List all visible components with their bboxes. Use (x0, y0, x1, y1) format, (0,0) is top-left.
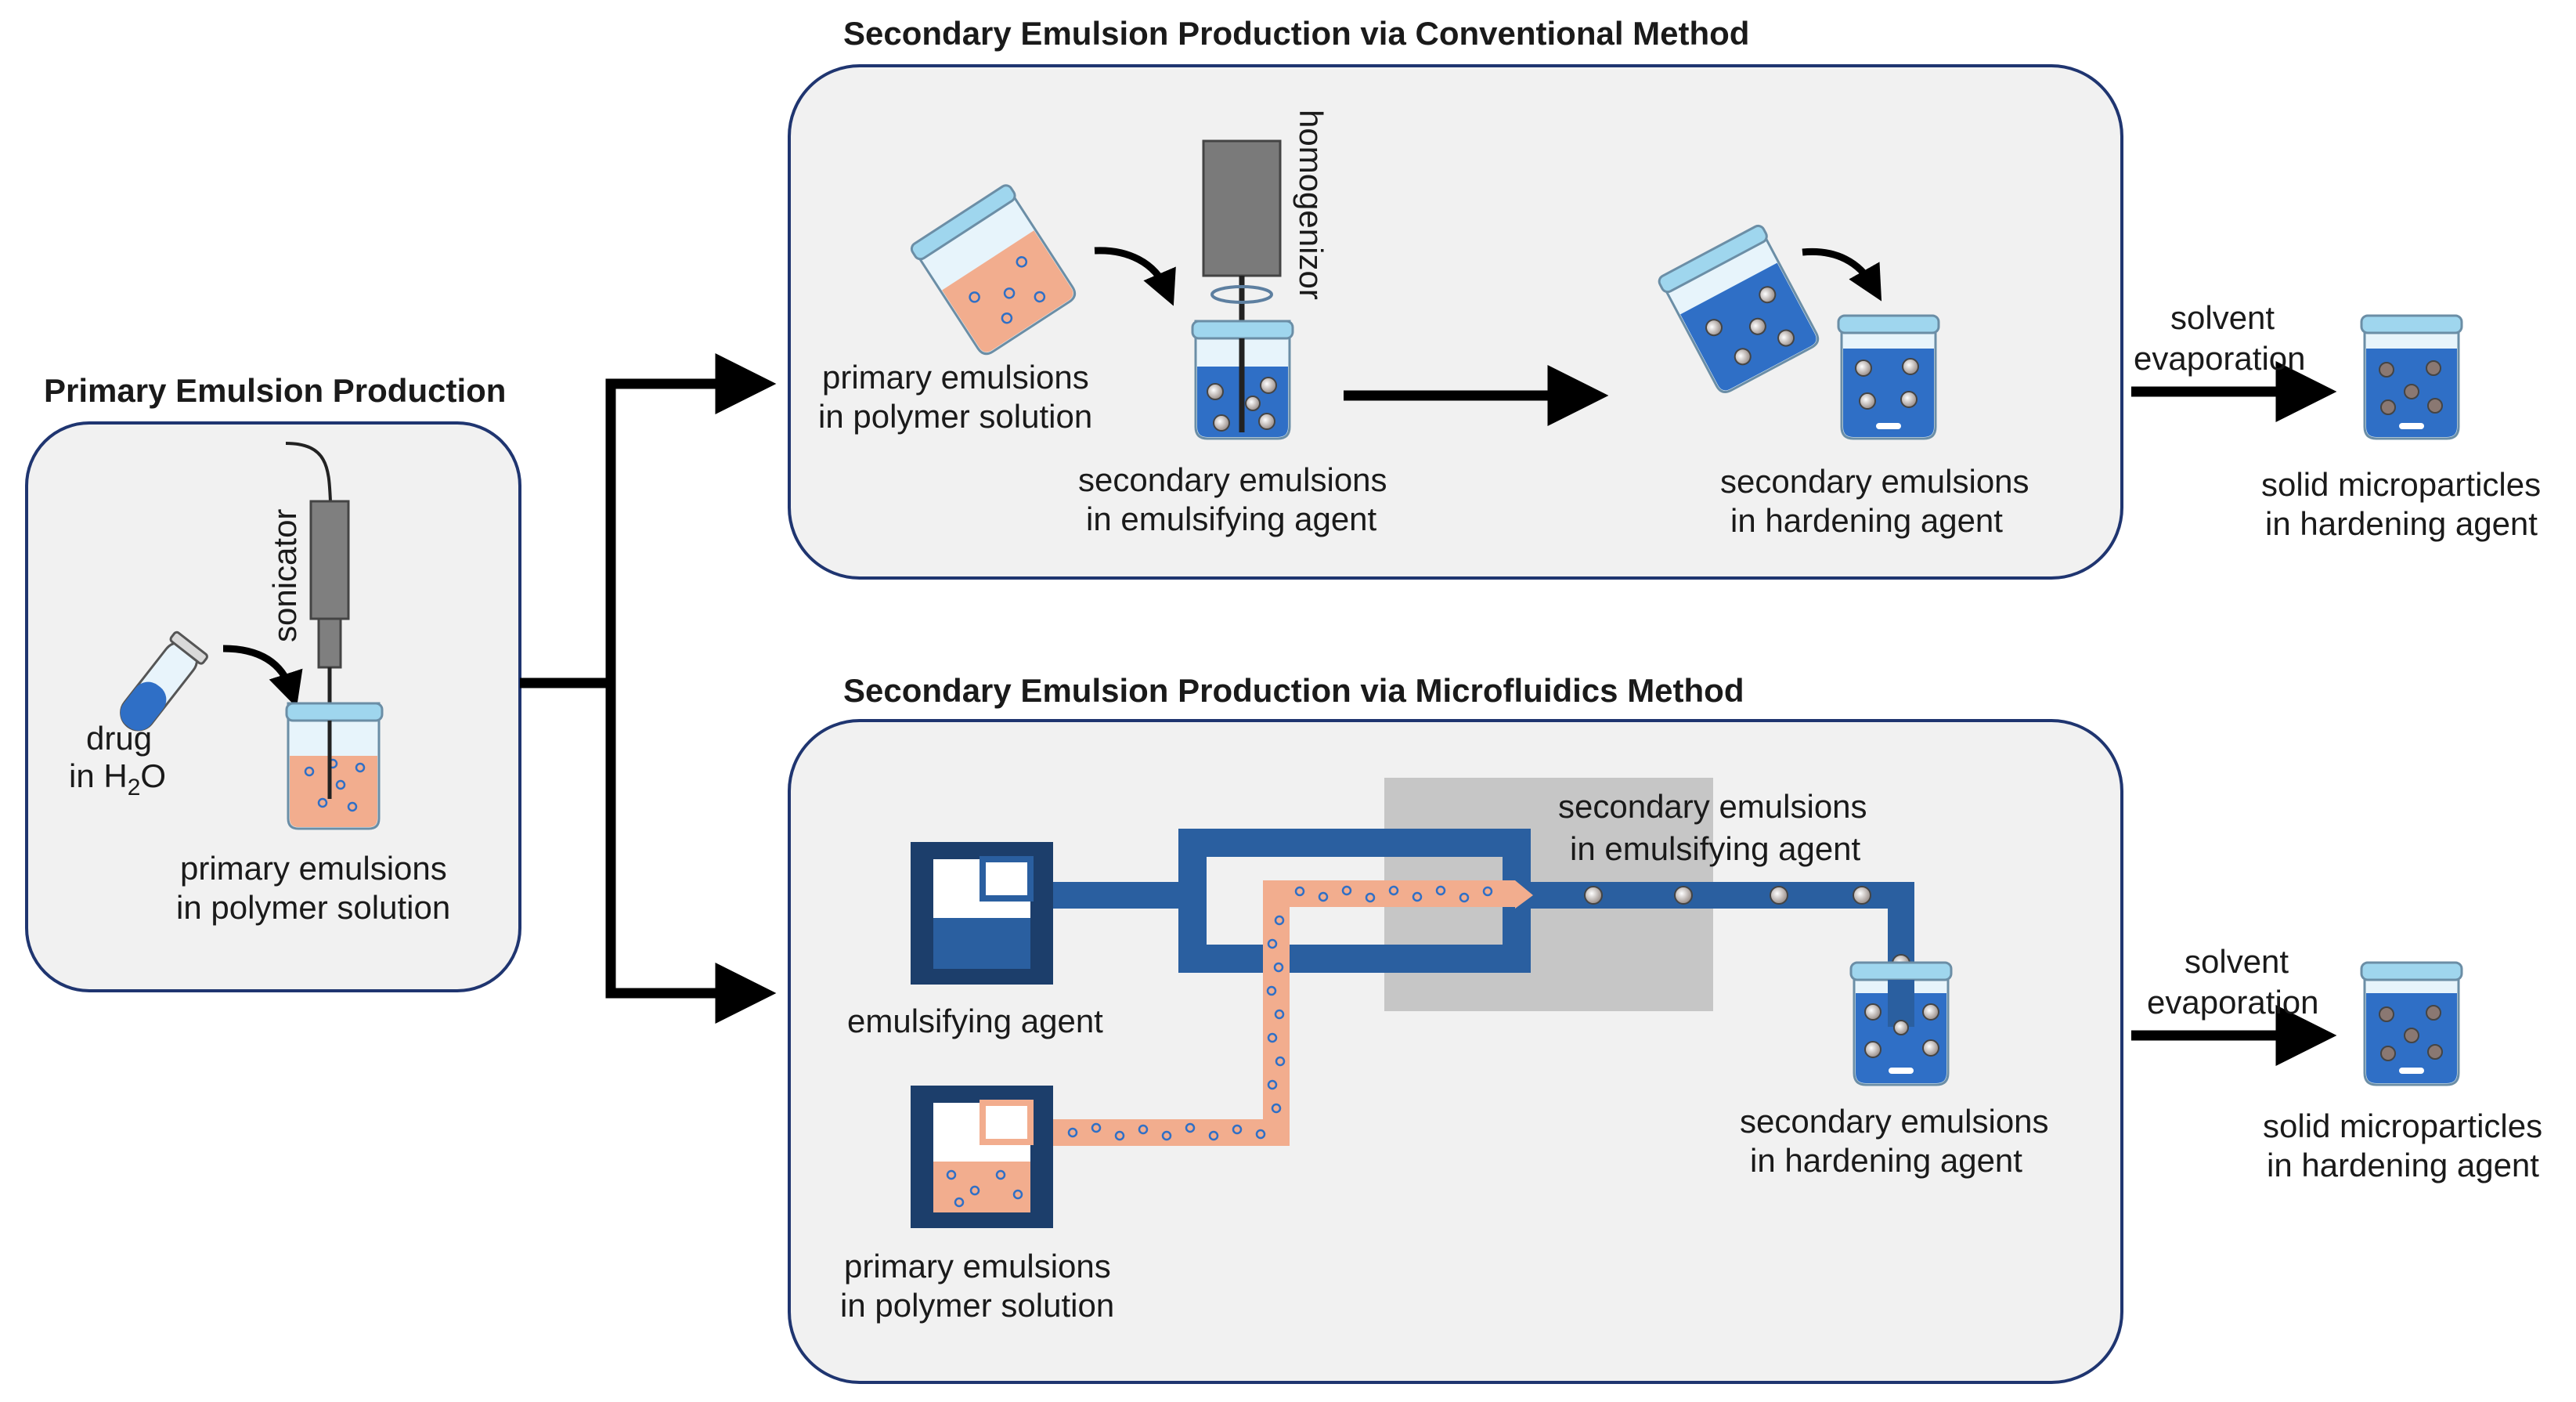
emulsifying-agent-label: emulsifying agent (847, 1003, 1103, 1039)
final-beaker-top (2360, 314, 2463, 440)
homogenizing-beaker (1191, 320, 1294, 440)
conventional-pour-arrow-1 (1094, 247, 1176, 306)
microfluidics-input-label-2: in polymer solution (840, 1287, 1114, 1324)
primary-output-label-2: in polymer solution (176, 889, 450, 926)
conventional-output-label-1: secondary emulsions (1720, 463, 2029, 500)
microfluidics-output-label-2: in hardening agent (1750, 1142, 2022, 1179)
conventional-panel (788, 64, 2123, 580)
evaporation-top-label-2: evaporation (2134, 340, 2306, 377)
sonicator-label: sonicator (266, 509, 303, 642)
conventional-mid-label-2: in emulsifying agent (1086, 500, 1377, 537)
conventional-mid-label-1: secondary emulsions (1078, 461, 1387, 498)
primary-emulsion-reservoir (911, 1086, 1053, 1228)
drug-label: drug (86, 720, 152, 757)
microfluidics-section-title: Secondary Emulsion Production via Microf… (843, 672, 1744, 709)
microfluidics-output-label-1: secondary emulsions (1740, 1103, 2049, 1140)
evaporation-top-label-1: solvent (2170, 299, 2275, 336)
channel-label-1: secondary emulsions (1558, 788, 1867, 825)
branch-arrow (520, 353, 777, 1024)
final-bottom-label-2: in hardening agent (2267, 1147, 2539, 1183)
conventional-input-label-2: in polymer solution (818, 398, 1092, 435)
final-beaker-bottom (2360, 961, 2463, 1086)
conventional-output-label-2: in hardening agent (1730, 502, 2003, 539)
primary-section-title: Primary Emulsion Production (44, 372, 506, 409)
emulsifying-agent-reservoir (911, 842, 1053, 985)
primary-emulsion-channel (1053, 880, 1533, 1146)
conventional-input-label-1: primary emulsions (822, 359, 1089, 396)
evaporation-bottom-label-2: evaporation (2147, 984, 2319, 1021)
final-top-label-2: in hardening agent (2265, 505, 2538, 542)
drug-solvent-label: in H2O (69, 757, 166, 800)
drug-tube-icon (120, 631, 208, 732)
hardening-beaker (1837, 314, 1940, 440)
homogenizor-label: homogenizor (1293, 110, 1329, 300)
evaporation-bottom-label-1: solvent (2185, 943, 2289, 980)
channel-label-2: in emulsifying agent (1570, 830, 1861, 867)
primary-output-label-1: primary emulsions (180, 850, 447, 887)
conventional-input-beaker (910, 184, 1077, 356)
emulsifying-agent-channel (1053, 829, 1914, 1019)
homogenizer-device (1202, 139, 1282, 435)
tilted-blue-beaker (1658, 224, 1820, 393)
collection-beaker (1849, 961, 1953, 1086)
primary-beaker (285, 702, 384, 830)
drug-pour-arrow (222, 645, 303, 708)
conventional-section-title: Secondary Emulsion Production via Conven… (843, 15, 1749, 52)
conventional-pour-arrow-2 (1802, 248, 1882, 302)
microfluidics-input-label-1: primary emulsions (844, 1248, 1111, 1285)
final-top-label-1: solid microparticles (2261, 466, 2541, 503)
final-bottom-label-1: solid microparticles (2263, 1108, 2542, 1144)
